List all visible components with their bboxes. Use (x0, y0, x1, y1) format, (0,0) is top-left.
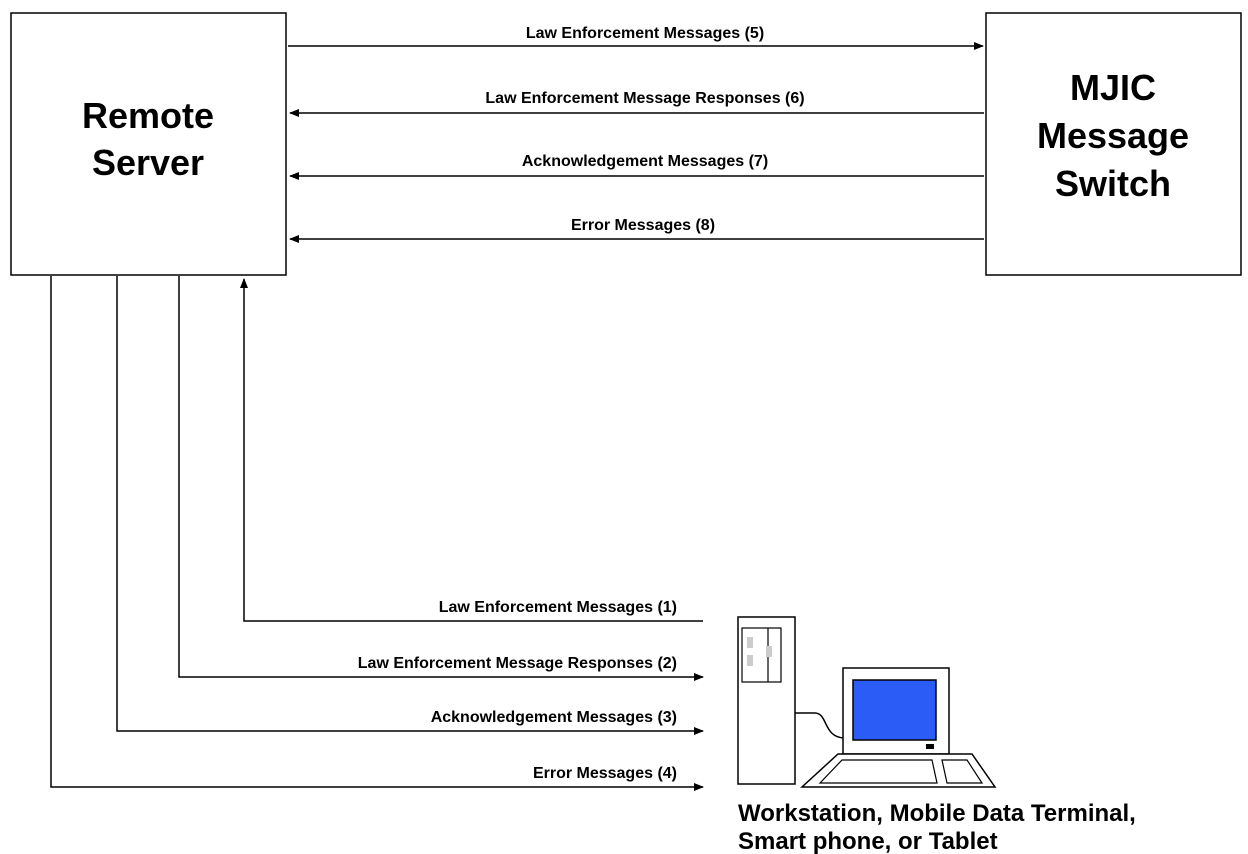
flow-label-6: Law Enforcement Message Responses (6) (485, 90, 804, 107)
flow-arrow-2 (178, 276, 704, 681)
flow-arrow-1 (240, 278, 703, 622)
remote-server-box (10, 12, 287, 276)
mjic-switch-title-line3: Switch (1055, 163, 1171, 204)
remote-server-title-line1: Remote (82, 95, 214, 136)
drive-slot-3 (766, 646, 772, 657)
flow-label-7: Acknowledgement Messages (7) (522, 153, 768, 170)
keyboard-numpad (941, 759, 984, 784)
device-caption-line2: Smart phone, or Tablet (738, 828, 998, 854)
mjic-switch-title-line2: Message (1037, 115, 1189, 156)
monitor-screen (852, 679, 937, 741)
flow-label-2: Law Enforcement Message Responses (2) (358, 655, 677, 672)
drive-slot-2 (747, 655, 753, 666)
mjic-message-switch-node: MJIC Message Switch (985, 12, 1242, 276)
flow-arrow-3 (116, 276, 704, 735)
remote-server-title-line2: Server (92, 142, 204, 183)
remote-server-node: Remote Server (10, 12, 287, 276)
flow-arrow-4 (50, 276, 704, 791)
bottom-flows: Law Enforcement Messages (1) Law Enforce… (50, 276, 704, 791)
drive-slot-1 (747, 637, 753, 648)
workstation-icon (737, 616, 997, 788)
flow-label-3: Acknowledgement Messages (3) (431, 709, 677, 726)
flow-label-1: Law Enforcement Messages (1) (439, 599, 677, 616)
mjic-switch-title-line1: MJIC (1070, 67, 1156, 108)
flow-label-5: Law Enforcement Messages (5) (526, 25, 764, 42)
top-flows: Law Enforcement Messages (5) Law Enforce… (288, 25, 984, 243)
flow-label-4: Error Messages (4) (533, 765, 677, 782)
monitor-cable (795, 712, 846, 739)
keyboard-main-keys (818, 759, 938, 784)
device-caption-line1: Workstation, Mobile Data Terminal, (738, 800, 1136, 827)
power-indicator (926, 744, 934, 749)
flow-label-8: Error Messages (8) (571, 217, 715, 234)
mjic-switch-box (985, 12, 1242, 276)
